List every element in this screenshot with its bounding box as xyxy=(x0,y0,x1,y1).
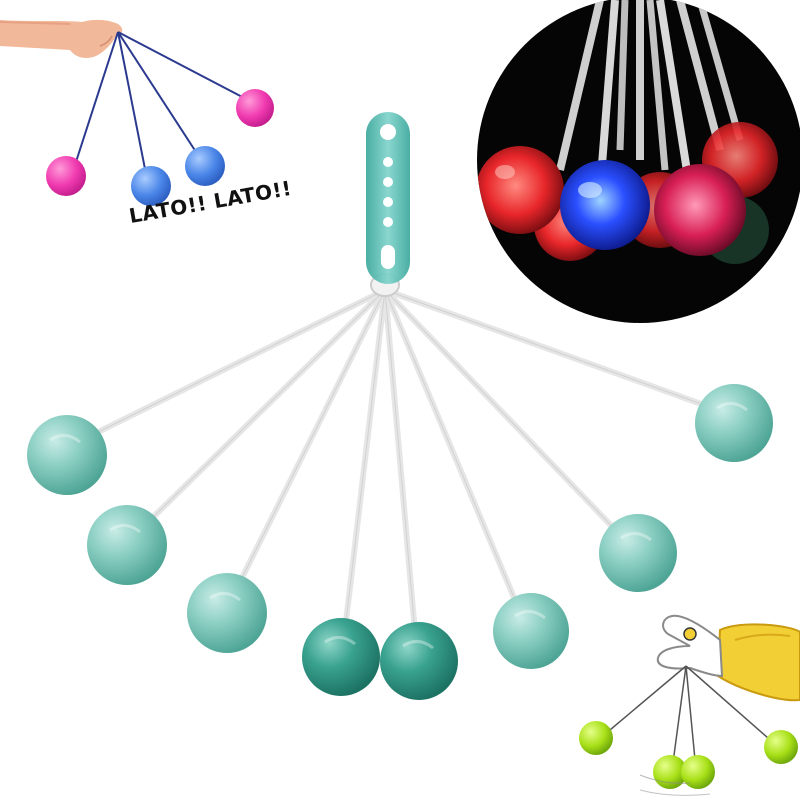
ball-8 xyxy=(695,384,773,462)
hand-illustration xyxy=(0,19,274,206)
ball-6 xyxy=(493,593,569,669)
ball-4 xyxy=(302,618,380,696)
ball-3 xyxy=(187,573,267,653)
yellow-sleeve-hand xyxy=(579,614,800,796)
led-balls-photo xyxy=(477,0,800,323)
clacker-handle xyxy=(366,112,410,284)
ball-5 xyxy=(380,622,458,700)
ball-7 xyxy=(599,514,677,592)
ball-1 xyxy=(27,415,107,495)
ball-2 xyxy=(87,505,167,585)
teal-balls xyxy=(27,384,773,700)
